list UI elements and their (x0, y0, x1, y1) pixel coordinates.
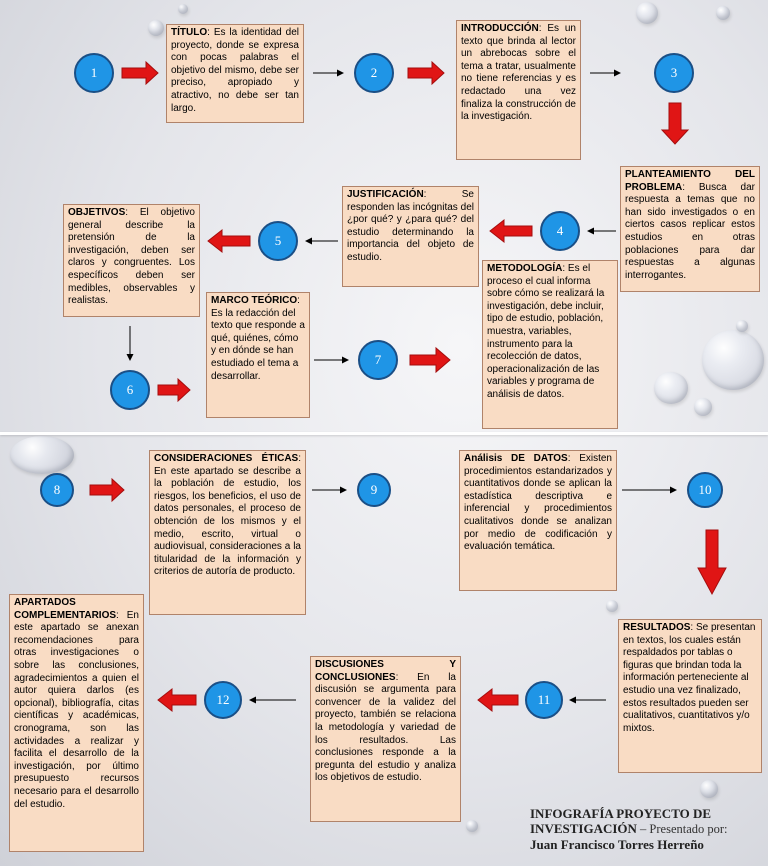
box-objetivos: OBJETIVOS: El objetivo general describe … (63, 204, 200, 317)
step-circle-5: 5 (258, 221, 298, 261)
step-circle-10: 10 (687, 472, 723, 508)
box-title: DISCUSIONES Y CONCLUSIONES (315, 659, 456, 683)
box-body: : En la discusión se argumenta para conv… (315, 671, 456, 784)
step-circle-1: 1 (74, 53, 114, 93)
box-body: : Es la identidad del proyecto, donde se… (171, 27, 299, 114)
box-body: : El objetivo general describe la preten… (68, 207, 195, 307)
box-title: APARTADOS COMPLEMENTARIOS (14, 597, 117, 621)
box-title: Análisis DE DATOS (464, 453, 568, 464)
red-arrow-right (409, 346, 451, 374)
red-arrow-down (660, 102, 690, 145)
box-title: MARCO TEÓRICO (211, 295, 298, 306)
box-title: CONSIDERACIONES ÉTICAS (154, 453, 299, 464)
box-body: : En este apartado se describe a la pobl… (154, 453, 301, 578)
step-circle-7: 7 (358, 340, 398, 380)
box-title: TÍTULO (171, 27, 208, 38)
credit-block: INFOGRAFÍA PROYECTO DE INVESTIGACIÓN – P… (530, 806, 766, 852)
step-circle-6: 6 (110, 370, 150, 410)
panel-divider (0, 432, 768, 435)
water-drop (606, 600, 618, 612)
step-circle-11: 11 (525, 681, 563, 719)
box-discusiones-conclusiones: DISCUSIONES Y CONCLUSIONES: En la discus… (310, 656, 461, 822)
box-body: : Se responden las incógnitas del ¿por q… (347, 189, 474, 263)
step-circle-3: 3 (654, 53, 694, 93)
water-drop (700, 780, 718, 798)
box-body: : En este apartado se anexan recomendaci… (14, 609, 139, 810)
step-circle-12: 12 (204, 681, 242, 719)
box-title: METODOLOGÍA (487, 263, 563, 274)
box-resultados: RESULTADOS: Se presentan en textos, los … (618, 619, 762, 773)
red-arrow-right (157, 377, 191, 403)
water-drop (702, 330, 764, 390)
box-planteamiento: PLANTEAMIENTO DEL PROBLEMA: Busca dar re… (620, 166, 760, 292)
box-title: RESULTADOS (623, 622, 691, 633)
water-drop (636, 2, 658, 24)
box-consideraciones-eticas: CONSIDERACIONES ÉTICAS: En este apartado… (149, 450, 306, 615)
box-body: : Es el proceso el cual informa sobre có… (487, 263, 605, 400)
box-apartados-complementarios: APARTADOS COMPLEMENTARIOS: En este apart… (9, 594, 144, 852)
water-drop (148, 20, 164, 36)
water-drop (694, 398, 712, 416)
box-metodologia: METODOLOGÍA: Es el proceso el cual infor… (482, 260, 618, 429)
step-circle-8: 8 (40, 473, 74, 507)
water-drop (736, 320, 748, 332)
box-body: : Se presentan en textos, los cuales est… (623, 622, 756, 734)
box-title: OBJETIVOS (68, 207, 126, 218)
box-body: : Existen procedimientos estandarizados … (464, 453, 612, 553)
step-circle-9: 9 (357, 473, 391, 507)
water-drop (654, 372, 688, 404)
box-justificacion: JUSTIFICACIÓN: Se responden las incógnit… (342, 186, 479, 287)
red-arrow-left (477, 687, 519, 713)
red-arrow-left (207, 228, 251, 254)
red-arrow-left (157, 687, 197, 713)
water-drop (178, 4, 188, 14)
box-title: PLANTEAMIENTO DEL PROBLEMA (625, 169, 755, 193)
red-arrow-right (121, 60, 159, 86)
water-drop (716, 6, 730, 20)
box-analisis-datos: Análisis DE DATOS: Existen procedimiento… (459, 450, 617, 591)
red-arrow-right (407, 60, 445, 86)
box-titulo: TÍTULO: Es la identidad del proyecto, do… (166, 24, 304, 123)
box-title: JUSTIFICACIÓN (347, 189, 424, 200)
box-title: INTRODUCCIÓN (461, 23, 539, 34)
author-name: Juan Francisco Torres Herreño (530, 837, 704, 852)
box-body: : Es un texto que brinda al lector un ab… (461, 23, 576, 123)
box-marco-teorico: MARCO TEÓRICO: Es la redacción del texto… (206, 292, 310, 418)
water-drop (466, 820, 478, 832)
box-introduccion: INTRODUCCIÓN: Es un texto que brinda al … (456, 20, 581, 160)
red-arrow-left (489, 218, 533, 244)
box-body: : Es la redacción del texto que responde… (211, 295, 305, 382)
credit-subtitle: – Presentado por: (636, 822, 728, 836)
box-body: : Busca dar respuesta a temas que no han… (625, 181, 755, 281)
red-arrow-right (89, 477, 125, 503)
step-circle-2: 2 (354, 53, 394, 93)
step-circle-4: 4 (540, 211, 580, 251)
red-arrow-down (697, 529, 727, 596)
infographic-title: INFOGRAFÍA PROYECTO DE INVESTIGACIÓN (530, 806, 712, 836)
water-drop (10, 436, 74, 474)
